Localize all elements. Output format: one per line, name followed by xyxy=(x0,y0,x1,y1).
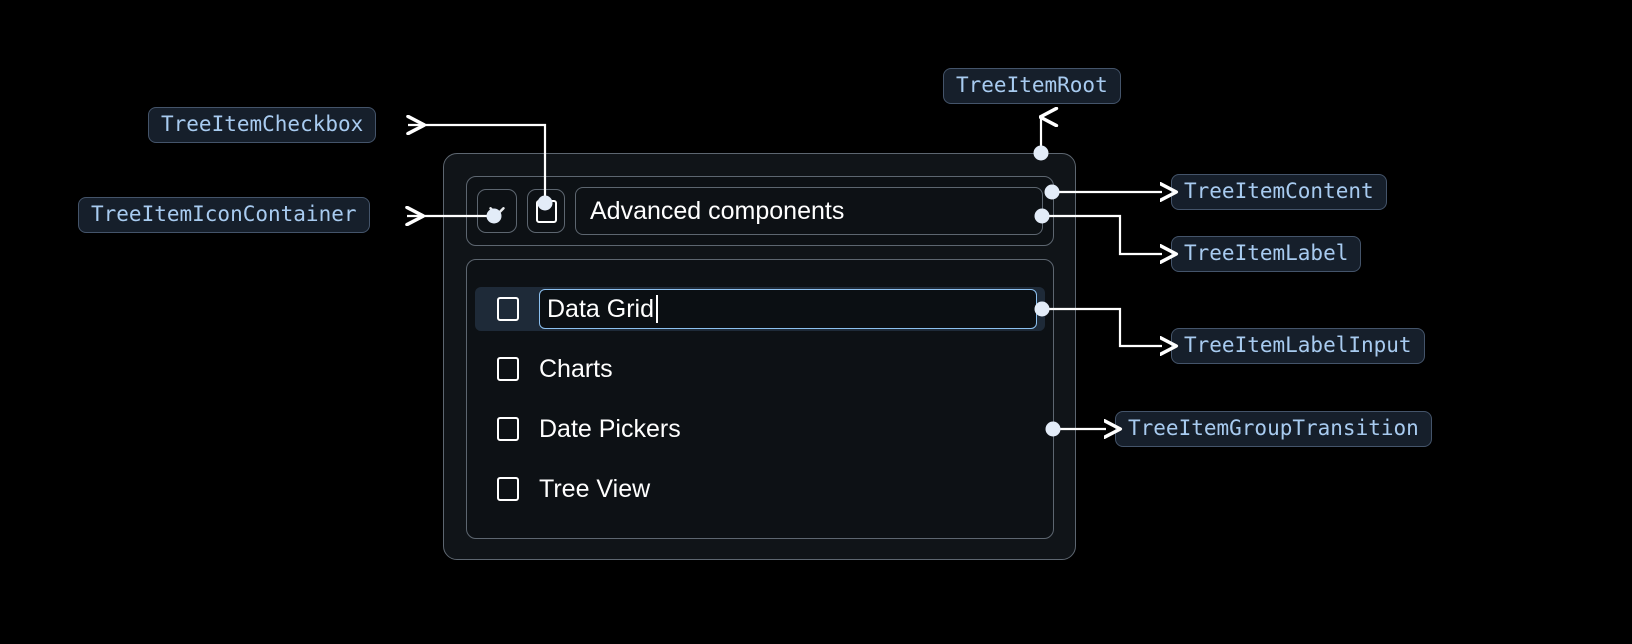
tree-item-content[interactable]: Advanced components xyxy=(466,176,1054,246)
tree-item-label-text: Advanced components xyxy=(590,196,845,225)
annotation-badge-tree-item-label-input: TreeItemLabelInput xyxy=(1171,328,1425,364)
tree-item-row[interactable]: Data Grid xyxy=(475,287,1045,331)
annotation-badge-tree-item-root: TreeItemRoot xyxy=(943,68,1121,104)
chevron-down-icon xyxy=(484,198,510,224)
tree-item-label-input-value: Data Grid xyxy=(547,294,654,323)
text-caret xyxy=(655,295,658,323)
tree-item-label-text: Date Pickers xyxy=(539,414,681,443)
badge-label: TreeItemRoot xyxy=(956,72,1108,97)
annotation-badge-tree-item-icon-container: TreeItemIconContainer xyxy=(78,197,370,233)
annotation-badge-tree-item-group-transition: TreeItemGroupTransition xyxy=(1115,411,1432,447)
badge-label: TreeItemLabelInput xyxy=(1184,332,1412,357)
annotation-badge-tree-item-label: TreeItemLabel xyxy=(1171,236,1362,272)
tree-item-group-transition: Data Grid Charts Date Pickers Tree View xyxy=(466,259,1054,539)
checkbox-unchecked-icon[interactable] xyxy=(497,297,519,321)
tree-item-row[interactable]: Tree View xyxy=(475,467,1045,511)
tree-item-checkbox[interactable] xyxy=(527,189,565,233)
tree-item-label-input[interactable]: Data Grid xyxy=(539,289,1037,329)
tree-item-root[interactable]: Advanced components Data Grid Charts Dat… xyxy=(443,153,1076,560)
checkbox-unchecked-icon[interactable] xyxy=(497,357,519,381)
checkbox-unchecked-icon[interactable] xyxy=(497,477,519,501)
checkbox-unchecked-icon xyxy=(535,199,557,223)
badge-label: TreeItemCheckbox xyxy=(161,111,364,136)
tree-item-row[interactable]: Date Pickers xyxy=(475,407,1045,451)
badge-label: TreeItemContent xyxy=(1184,178,1374,203)
tree-item-row[interactable]: Charts xyxy=(475,347,1045,391)
badge-label: TreeItemLabel xyxy=(1184,240,1349,265)
badge-label: TreeItemGroupTransition xyxy=(1128,415,1419,440)
checkbox-unchecked-icon[interactable] xyxy=(497,417,519,441)
badge-label: TreeItemIconContainer xyxy=(91,201,357,226)
tree-item-label-text: Charts xyxy=(539,354,613,383)
tree-item-label[interactable]: Advanced components xyxy=(575,187,1043,235)
annotation-badge-tree-item-content: TreeItemContent xyxy=(1171,174,1387,210)
annotation-badge-tree-item-checkbox: TreeItemCheckbox xyxy=(148,107,377,143)
tree-item-label-text: Tree View xyxy=(539,474,651,503)
tree-item-icon-container[interactable] xyxy=(477,189,517,233)
